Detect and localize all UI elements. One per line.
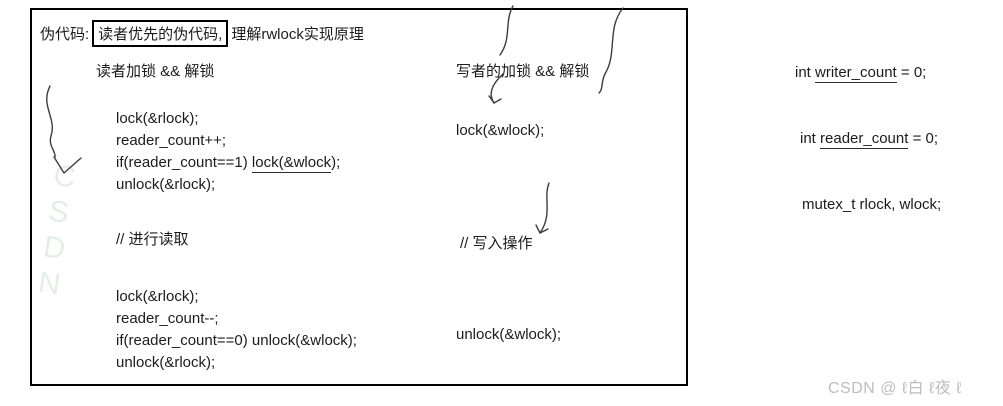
decl1-underlined: writer_count	[815, 64, 897, 83]
boxed-title-highlight: 读者优先的伪代码,	[92, 20, 229, 47]
code-line-reader-lock: lock(&rlock);	[116, 110, 199, 127]
reader-comment: // 进行读取	[116, 231, 189, 248]
if-line-pre: if(reader_count==1)	[116, 154, 252, 171]
code-line-reader-unlock2: unlock(&rlock);	[116, 354, 216, 371]
decl2-post: = 0;	[908, 130, 939, 147]
declaration-writer-count: int writer_count = 0;	[795, 62, 941, 84]
writer-comment: // 写入操作	[460, 235, 533, 252]
reader-section-header: 读者加锁 && 解锁	[96, 63, 215, 80]
code-line-reader-count-inc: reader_count++;	[116, 132, 227, 149]
decl1-post: = 0;	[896, 64, 927, 81]
csdn-author-watermark: CSDN @ ℓ白 ℓ夜 ℓ	[828, 380, 962, 397]
title-suffix: 理解rwlock实现原理	[231, 26, 364, 43]
pseudocode-board: CSDN 伪代码: 读者优先的伪代码, 理解rwlock实现原理 读者加锁 &&…	[30, 8, 688, 386]
declaration-reader-count: int reader_count = 0;	[800, 128, 941, 150]
writer-section-header: 写者的加锁 && 解锁	[456, 63, 590, 80]
title-prefix: 伪代码:	[40, 26, 90, 43]
if-line-underlined: lock(&wlock	[251, 154, 332, 173]
code-line-writer-unlock: unlock(&wlock);	[456, 326, 562, 343]
decl2-underlined: reader_count	[820, 130, 909, 149]
variable-declarations: int writer_count = 0; int reader_count =…	[795, 18, 941, 260]
title-row: 伪代码: 读者优先的伪代码, 理解rwlock实现原理	[40, 20, 364, 47]
decl2-pre: int	[800, 130, 821, 147]
declaration-mutexes: mutex_t rlock, wlock;	[802, 196, 942, 213]
code-line-reader-unlock: unlock(&rlock);	[116, 176, 216, 193]
if-line-post: );	[331, 154, 341, 171]
code-line-reader-if-lock-wlock: if(reader_count==1) lock(&wlock);	[116, 154, 341, 173]
faint-background-watermark: CSDN	[36, 158, 78, 302]
code-line-writer-lock: lock(&wlock);	[456, 122, 545, 139]
code-line-reader-lock2: lock(&rlock);	[116, 288, 199, 305]
code-line-reader-count-dec: reader_count--;	[116, 310, 219, 327]
code-line-reader-if-unlock-wlock: if(reader_count==0) unlock(&wlock);	[116, 332, 357, 349]
decl1-pre: int	[795, 64, 816, 81]
